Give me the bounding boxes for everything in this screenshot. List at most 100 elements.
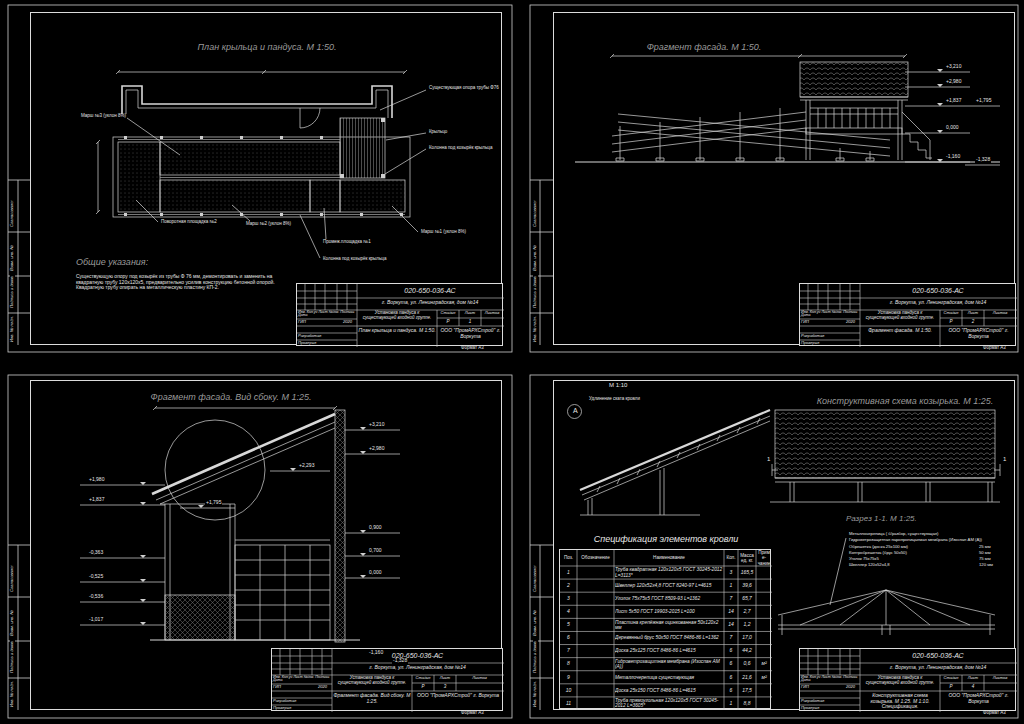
table-cell: 1: [561, 566, 576, 579]
drawing-label: Марш №2 (уклон 8%): [245, 222, 292, 227]
title-block-text: Изм. Кол.уч Лист №док. Подпись Дата: [273, 676, 332, 684]
sidebar-label: Взам. инв. №: [533, 244, 538, 272]
drawing-label: +1,837: [945, 98, 962, 104]
drawing-label: 0,000: [368, 570, 383, 576]
table-cell-name: Деревянный брус 50х50 ГОСТ 8486-86 L=136…: [615, 631, 723, 644]
drawing-label: 0,700: [368, 548, 383, 554]
title-block-text: г. Воркута, ул. Ленинградская, дом №14: [860, 300, 1016, 306]
drawing-label: 1: [1002, 456, 1007, 463]
drawing-label: +2,293: [298, 463, 315, 469]
title-block-text: 3: [434, 685, 456, 690]
title-block-text: Р: [940, 685, 962, 690]
drawing-label: Обрешетка (доска 25х100 мм): [848, 545, 909, 550]
drawing-label: -0,536: [88, 594, 104, 600]
title-block-text: Листов: [481, 311, 503, 315]
table-cell: 1,2: [739, 618, 755, 631]
sidebar-label: Взам. инв. №: [10, 609, 15, 637]
table-cell: 11: [561, 697, 576, 710]
table-cell-name: Гидроветрозащитная мембрана (Изоспан АМ …: [615, 658, 723, 671]
table-header: Приме- чание: [757, 551, 771, 565]
title-block: 020-650-036-АСг. Воркута, ул. Ленинградс…: [296, 283, 503, 346]
drawing-label: Уголок 75х75х5: [848, 557, 880, 562]
title-block-text: ООО "ПромАРХСтрой" г. Воркута: [413, 693, 503, 699]
title-block-text: 1: [459, 320, 481, 325]
sheet-heading: Фрагмент фасада. Вид сбоку. М 1:25.: [31, 393, 431, 403]
table-cell-name: Металлочерепица существующая: [615, 671, 723, 684]
drawing-label: Металлочерепица ( б/разбор, существующая…: [848, 532, 939, 537]
table-cell: 65,7: [739, 592, 755, 605]
title-block-text: ООО "ПромАРХСтрой" г. Воркута: [941, 328, 1016, 339]
title-block-text: ООО "ПромАРХСтрой" г. Воркута: [438, 328, 503, 339]
sidebar-label: Согласовано:: [10, 564, 15, 593]
drawing-label: Удлинение ската кровли: [588, 397, 641, 402]
table-cell: 3: [561, 592, 576, 605]
drawing-label: 0,900: [368, 525, 383, 531]
drawing-label: Марш №1 (уклон 8%): [420, 230, 467, 235]
title-block-text: Р: [437, 320, 459, 325]
title-block-text: Листов: [984, 311, 1016, 315]
drawing-sheet: Фрагмент фасада. Вид сбоку. М 1:25. 020-6…: [30, 380, 502, 710]
title-block-text: Разработал: [801, 334, 841, 338]
drawing-label: 120 мм: [978, 563, 994, 568]
table-cell: 8,8: [739, 697, 755, 710]
title-block-text: Проверил: [801, 706, 841, 710]
table-cell: 5: [561, 618, 576, 631]
table-grid: [560, 550, 772, 710]
specification-table: Спецификация элементов кровлиПоз.Обознач…: [559, 549, 771, 709]
title-block-text: 020-650-036-АС: [332, 652, 503, 660]
table-cell-name: Пластина крепёжная оцинкованная 50х120х2…: [615, 618, 723, 631]
drawing-label: -0,363: [88, 550, 104, 556]
drawing-label: 50 мм: [978, 551, 992, 556]
title-block-text: 020-650-036-АС: [860, 287, 1016, 295]
table-header: Поз.: [561, 551, 576, 565]
section-heading: Общие указания:: [75, 258, 149, 268]
drawing-label: +2,980: [368, 446, 385, 452]
table-header: Наименование: [615, 551, 723, 565]
table-header: Масса ед. кг.: [739, 551, 755, 565]
table-cell: 7: [725, 592, 737, 605]
drawing-label: А: [572, 407, 579, 415]
drawing-label: Формат А3: [982, 346, 1007, 351]
table-cell-name: Лист 5х50 ГОСТ 19903-2015 L=100: [615, 605, 723, 618]
table-cell: 6: [725, 658, 737, 671]
table-cell: 0,6: [739, 658, 755, 671]
drawing-label: Существующая опора трубы Ф76: [428, 86, 500, 91]
table-cell-name: Доска 25х125 ГОСТ 8486-86 L=4615: [615, 645, 723, 658]
title-block-text: Установка пандуса к существующей входной…: [358, 311, 436, 321]
table-cell: м²: [757, 658, 771, 671]
table-cell: 1: [725, 579, 737, 592]
sidebar-label: Инв. № подл.: [533, 315, 538, 343]
title-block-text: Р: [412, 685, 434, 690]
title-block-text: Стадия: [437, 311, 459, 315]
drawing-label: +2,980: [945, 79, 962, 85]
table-cell: 2: [561, 579, 576, 592]
drawing-label: -1,017: [88, 617, 104, 623]
drawing-label: +3,210: [368, 422, 385, 428]
table-cell: 17,5: [739, 684, 755, 697]
sidebar-label: Согласовано:: [533, 199, 538, 228]
drawing-label: -1,160: [368, 650, 384, 656]
table-title: Спецификация элементов кровли: [560, 535, 772, 545]
drawing-label: Крыльцо: [428, 130, 448, 135]
title-block-text: г. Воркута, ул. Ленинградская, дом №14: [860, 665, 1016, 671]
table-cell: 7: [561, 645, 576, 658]
title-block-text: Конструктивная схема козырька. М 1:25. М…: [861, 693, 939, 710]
title-block-text: ООО "ПромАРХСтрой" г. Воркута: [941, 693, 1016, 704]
title-block-text: 2: [962, 320, 984, 325]
title-block-text: Разработал: [273, 699, 313, 703]
title-block-text: 2020: [343, 320, 357, 324]
table-cell: 4: [561, 605, 576, 618]
drawing-label: Промеж.площадка №1: [322, 240, 372, 245]
table-header: Обозначение: [578, 551, 613, 565]
sidebar-label: Подпись и дата: [10, 640, 15, 674]
sheet-heading: Конструктивная схема козырька. М 1:25.: [794, 397, 1016, 407]
title-block-text: 2020: [846, 685, 860, 689]
sidebar-label: Согласовано:: [533, 564, 538, 593]
title-block-text: 020-650-036-АС: [860, 652, 1016, 660]
title-block-text: Изм. Кол.уч Лист №док. Подпись Дата: [298, 311, 357, 319]
sheet-heading: Фрагмент фасада. М 1:50.: [554, 43, 854, 53]
drawing-label: 75 мм: [978, 557, 992, 562]
sidebar-label: Подпись и дата: [533, 640, 538, 674]
